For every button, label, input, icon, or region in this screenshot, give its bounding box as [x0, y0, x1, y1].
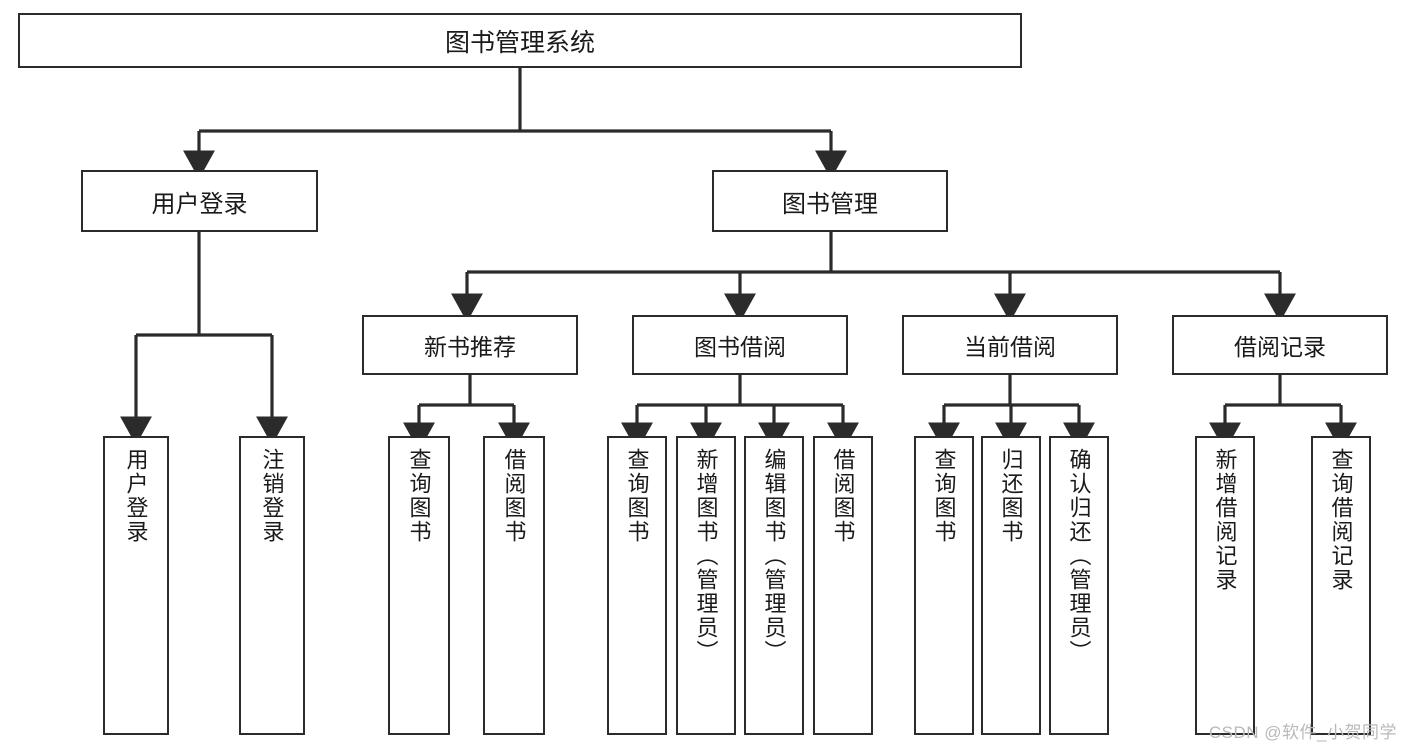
node-book-borrow-label: 图书借阅 [694, 334, 786, 360]
leaf-cb-confirm-return-admin[interactable]: 确认归还（管理员） [1049, 436, 1109, 735]
leaf-logout[interactable]: 注销登录 [239, 436, 305, 735]
leaf-bb-add-book-admin-label: 新增图书（管理员） [693, 448, 719, 664]
leaf-cb-return-book-label: 归还图书 [998, 448, 1024, 544]
leaf-br-add-record[interactable]: 新增借阅记录 [1195, 436, 1255, 735]
watermark: CSDN @软件_小贺同学 [1208, 723, 1397, 742]
leaf-bb-add-book-admin[interactable]: 新增图书（管理员） [676, 436, 736, 735]
leaf-user-login[interactable]: 用户登录 [103, 436, 169, 735]
leaf-bb-query-book-label: 查询图书 [624, 448, 650, 544]
leaf-cb-return-book[interactable]: 归还图书 [981, 436, 1041, 735]
leaf-bb-borrow-book[interactable]: 借阅图书 [813, 436, 873, 735]
leaf-br-query-record[interactable]: 查询借阅记录 [1311, 436, 1371, 735]
node-new-book-recommend[interactable]: 新书推荐 [362, 315, 578, 375]
node-root-label: 图书管理系统 [444, 28, 595, 57]
leaf-cb-query-book[interactable]: 查询图书 [914, 436, 974, 735]
node-user-login[interactable]: 用户登录 [81, 170, 318, 232]
leaf-br-add-record-label: 新增借阅记录 [1212, 448, 1238, 592]
leaf-br-query-record-label: 查询借阅记录 [1328, 448, 1354, 592]
node-book-borrow[interactable]: 图书借阅 [632, 315, 848, 375]
node-borrow-record-label: 借阅记录 [1234, 334, 1326, 360]
leaf-bb-query-book[interactable]: 查询图书 [607, 436, 667, 735]
leaf-new-book-borrow[interactable]: 借阅图书 [483, 436, 545, 735]
leaf-new-book-borrow-label: 借阅图书 [501, 448, 527, 544]
node-book-manage[interactable]: 图书管理 [712, 170, 948, 232]
node-borrow-record[interactable]: 借阅记录 [1172, 315, 1388, 375]
node-book-manage-label: 图书管理 [782, 190, 878, 218]
leaf-user-login-label: 用户登录 [123, 448, 149, 544]
leaf-bb-edit-book-admin[interactable]: 编辑图书（管理员） [744, 436, 804, 735]
node-current-borrow-label: 当前借阅 [964, 334, 1056, 360]
leaf-new-book-query[interactable]: 查询图书 [388, 436, 450, 735]
node-current-borrow[interactable]: 当前借阅 [902, 315, 1118, 375]
leaf-cb-query-book-label: 查询图书 [931, 448, 957, 544]
leaf-bb-edit-book-admin-label: 编辑图书（管理员） [761, 448, 787, 664]
leaf-bb-borrow-book-label: 借阅图书 [830, 448, 856, 544]
node-new-book-recommend-label: 新书推荐 [424, 334, 516, 360]
node-root[interactable]: 图书管理系统 [18, 13, 1022, 68]
leaf-cb-confirm-return-admin-label: 确认归还（管理员） [1066, 448, 1092, 664]
node-user-login-label: 用户登录 [151, 190, 248, 218]
leaf-new-book-query-label: 查询图书 [406, 448, 432, 544]
leaf-logout-label: 注销登录 [259, 448, 285, 544]
